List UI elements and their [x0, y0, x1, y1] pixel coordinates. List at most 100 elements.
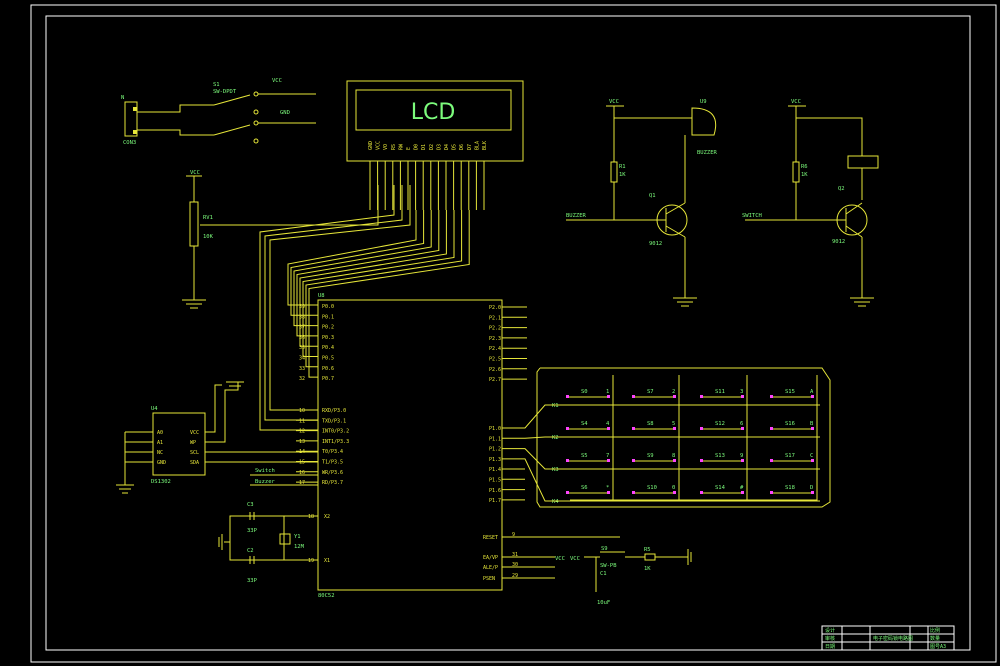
svg-text:Y1: Y1	[294, 534, 301, 540]
lcd-data-wire	[308, 210, 470, 378]
svg-text:DS1302: DS1302	[151, 479, 171, 485]
lcd-pin-label: D7	[467, 144, 473, 150]
mcu-pin-name: P0.4	[322, 345, 334, 351]
key-contact	[673, 427, 676, 430]
mcu-pin-name: P0.3	[322, 335, 334, 341]
keypad-row-label: K2	[552, 435, 559, 441]
keypad-row-wire	[502, 448, 820, 470]
key-label: B	[810, 421, 814, 427]
svg-text:GND: GND	[280, 110, 290, 116]
key-ref: S17	[785, 453, 795, 459]
mcu-pin-name: P2.0	[489, 305, 501, 311]
mcu-pin-name: P1.4	[489, 467, 501, 473]
lcd-pin-label: RW	[398, 143, 404, 150]
key-contact	[607, 491, 610, 494]
keypad-row-wire	[502, 404, 820, 429]
svg-text:SW-DPDT: SW-DPDT	[213, 89, 237, 95]
lcd-pin-label: VCC	[376, 141, 382, 150]
mcu-pin-num: 33	[299, 366, 305, 372]
key-label: 7	[606, 453, 609, 459]
svg-text:Q1: Q1	[649, 193, 656, 199]
svg-text:S9: S9	[601, 546, 608, 552]
key-contact	[700, 395, 703, 398]
rtc-pin-name: SDA	[190, 460, 199, 466]
key-label: 4	[606, 421, 610, 427]
svg-text:VCC: VCC	[272, 78, 282, 84]
mcu-pin-name: P1.2	[489, 447, 501, 453]
lcd-data-wire	[287, 210, 417, 306]
svg-text:审核: 审核	[825, 635, 835, 642]
mcu-pin-num: 12	[299, 429, 305, 435]
svg-text:C3: C3	[247, 502, 254, 508]
key-ref: S15	[785, 389, 795, 395]
key-contact	[770, 395, 773, 398]
mcu-pin-num: 34	[299, 356, 305, 362]
reset-circuit: VCC VCC S9 SW-PB R5 1K C1 10uF	[502, 536, 692, 606]
svg-text:设计: 设计	[825, 627, 835, 634]
mcu-pin-name: P1.1	[489, 436, 501, 442]
mcu-pin-name: P0.5	[322, 356, 334, 362]
mcu-pin-name: P2.5	[489, 357, 501, 363]
mcu-pin-num: 35	[299, 345, 305, 351]
mcu-pin-num: 19	[308, 558, 314, 564]
lcd-pin-label: D0	[414, 144, 420, 150]
key-ref: S14	[715, 485, 726, 491]
keypad-col-wire	[570, 375, 818, 501]
svg-text:S1: S1	[213, 82, 220, 88]
key-ref: S8	[647, 421, 654, 427]
svg-text:R1: R1	[619, 164, 626, 170]
mcu-pin-name: P1.6	[489, 488, 501, 494]
mcu-pin-name: EA/VP	[483, 555, 498, 561]
mcu-pin-name: RD/P3.7	[322, 480, 343, 486]
mcu-pin-name: RESET	[483, 535, 498, 541]
power-section: N CON3 S1 SW-DPDT VCC GND	[121, 78, 316, 146]
key-label: 9	[740, 453, 743, 459]
svg-text:VCC: VCC	[190, 170, 200, 176]
svg-text:12M: 12M	[294, 544, 305, 550]
mcu-pin-name: P2.1	[489, 315, 501, 321]
key-label: C	[810, 453, 813, 459]
key-contact	[700, 491, 703, 494]
svg-text:A3: A3	[940, 644, 946, 650]
key-label: 5	[672, 421, 675, 427]
mcu-pin-name: P0.2	[322, 325, 334, 331]
mcu-pin-name: P2.6	[489, 367, 501, 373]
keypad-row-label: K1	[552, 403, 559, 409]
mcu-pin-num: 39	[299, 304, 305, 310]
svg-text:VCC: VCC	[609, 99, 619, 105]
key-contact	[607, 395, 610, 398]
lcd-pin-label: D2	[429, 144, 435, 150]
svg-text:VCC: VCC	[791, 99, 801, 105]
key-ref: S12	[715, 421, 725, 427]
lcd-pin-label: BLK	[482, 141, 488, 150]
svg-text:VCC: VCC	[570, 556, 580, 562]
lcd-pin-label: D5	[452, 144, 458, 150]
key-ref: S11	[715, 389, 725, 395]
lcd-data-wire	[302, 210, 455, 357]
svg-text:SW-PB: SW-PB	[600, 563, 617, 569]
key-contact	[811, 427, 814, 430]
mcu-pin-num: 36	[299, 335, 305, 341]
svg-text:BUZZER: BUZZER	[566, 213, 587, 219]
crystal-circuit: C3 33P C2 33P Y1 12M	[218, 502, 318, 584]
key-contact	[700, 459, 703, 462]
outer-frame	[30, 4, 997, 663]
keypad-row-wire	[502, 436, 820, 439]
mcu-pin-name: P0.1	[322, 314, 334, 320]
svg-text:SWITCH: SWITCH	[742, 213, 762, 219]
mcu-pin-name: P2.3	[489, 336, 501, 342]
mcu-pin-name: ALE/P	[483, 565, 498, 571]
lcd-pin-label: D1	[421, 144, 427, 150]
lcd-pin-label: E	[406, 147, 412, 150]
mcu-pin-name: INT1/P3.3	[322, 439, 349, 445]
mcu-pin-num: 29	[512, 573, 518, 579]
mcu-pin-name: P0.7	[322, 376, 334, 382]
lcd-label: LCD	[411, 100, 456, 125]
key-contact	[770, 491, 773, 494]
mcu-pin-name: PSEN	[483, 576, 495, 582]
svg-text:33P: 33P	[247, 578, 258, 584]
inner-frame	[45, 15, 971, 651]
key-contact	[632, 459, 635, 462]
